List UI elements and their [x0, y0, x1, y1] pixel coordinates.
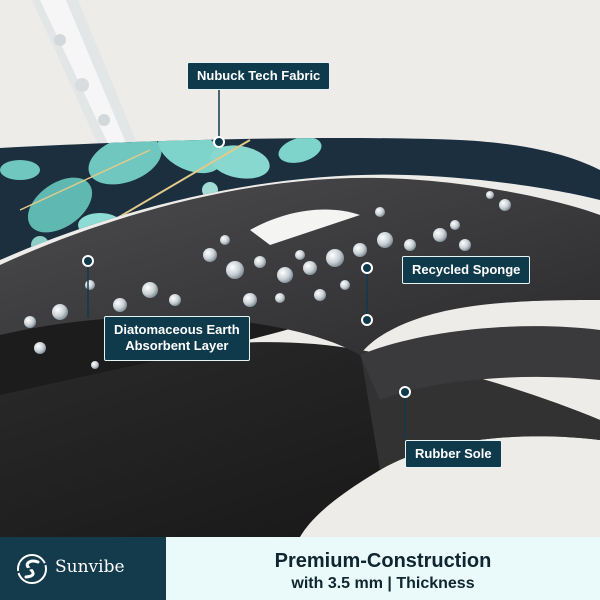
banner-headline: Premium-Construction — [274, 550, 492, 572]
sunvibe-logo-icon — [15, 554, 49, 584]
sponge-layer — [0, 177, 600, 355]
label-recycled-sponge: Recycled Sponge — [402, 256, 531, 285]
water-droplets — [24, 191, 511, 369]
label-diatomaceous-line1: Diatomaceous Earth — [114, 322, 240, 337]
callout-markers — [82, 136, 411, 398]
label-diatomaceous-earth: Diatomaceous Earth Absorbent Layer — [104, 316, 250, 361]
banner-subline: with 3.5 mm | Thickness — [291, 575, 475, 592]
label-nubuck-tech-fabric: Nubuck Tech Fabric — [187, 62, 331, 91]
brand-name: Sunvibe — [55, 557, 125, 577]
label-rubber-sole: Rubber Sole — [405, 440, 502, 469]
bottom-banner: Sunvibe Premium-Construction with 3.5 mm… — [0, 537, 600, 600]
callout-lines — [87, 86, 406, 438]
water-streak — [32, 0, 140, 160]
brand-block: Sunvibe — [0, 537, 166, 600]
label-diatomaceous-line2: Absorbent Layer — [125, 338, 229, 354]
